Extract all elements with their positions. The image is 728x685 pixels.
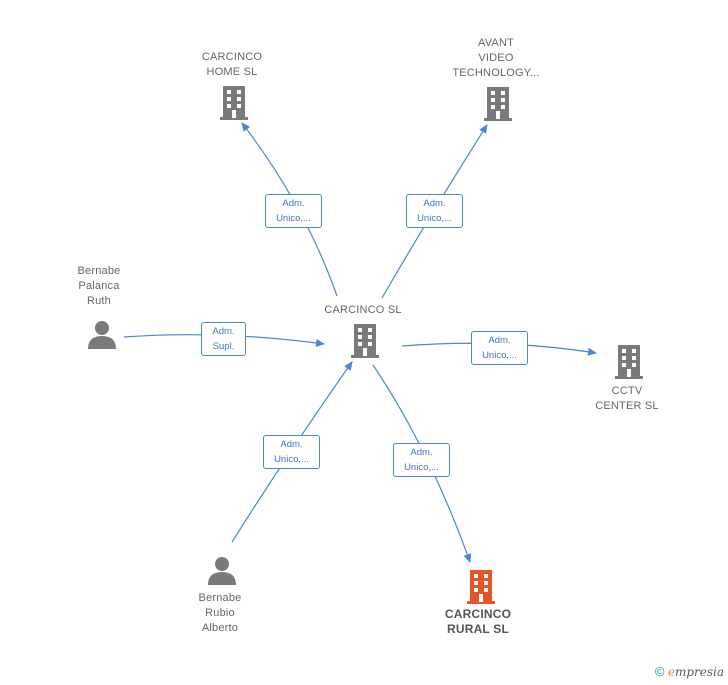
node-label: Bernabe Rubio Alberto [198, 592, 242, 634]
relation-label-palanca[interactable]: Adm. Supl. [201, 322, 246, 356]
copyright-icon: © [654, 664, 665, 679]
node-label: Bernabe Palanca Ruth [77, 265, 121, 307]
node-carcinco-sl[interactable]: CARCINCO SL [318, 303, 408, 318]
node-bernabe-rubio-alberto[interactable]: Bernabe Rubio Alberto [180, 591, 260, 636]
building-icon [351, 324, 379, 358]
node-label: AVANT VIDEO TECHNOLOGY... [452, 37, 540, 79]
person-icon [88, 321, 116, 349]
node-label: CARCINCO HOME SL [201, 51, 263, 78]
person-icon [208, 557, 236, 585]
relation-label-avant[interactable]: Adm. Unico,... [406, 194, 463, 228]
node-carcinco-rural[interactable]: CARCINCO RURAL SL [428, 607, 528, 637]
building-icon [220, 86, 248, 120]
relation-label-home[interactable]: Adm. Unico,... [265, 194, 322, 228]
relation-label-cctv[interactable]: Adm. Unico,... [471, 331, 528, 365]
node-label: CARCINCO RURAL SL [444, 607, 512, 636]
node-avant-video-technology[interactable]: AVANT VIDEO TECHNOLOGY... [441, 36, 551, 81]
node-label: CARCINCO SL [324, 304, 402, 316]
empresia-logo: empresia [667, 665, 724, 679]
building-icon-highlighted [467, 570, 495, 604]
node-bernabe-palanca-ruth[interactable]: Bernabe Palanca Ruth [59, 264, 139, 309]
relation-label-rubio[interactable]: Adm. Unico,... [263, 435, 320, 469]
copyright-credit: © empresia [655, 664, 724, 679]
node-cctv-center[interactable]: CCTV CENTER SL [582, 384, 672, 414]
building-icon [484, 87, 512, 121]
building-icon [615, 345, 643, 379]
node-carcinco-home[interactable]: CARCINCO HOME SL [187, 50, 277, 80]
relation-label-rural[interactable]: Adm. Unico,... [393, 443, 450, 477]
node-label: CCTV CENTER SL [595, 385, 659, 412]
